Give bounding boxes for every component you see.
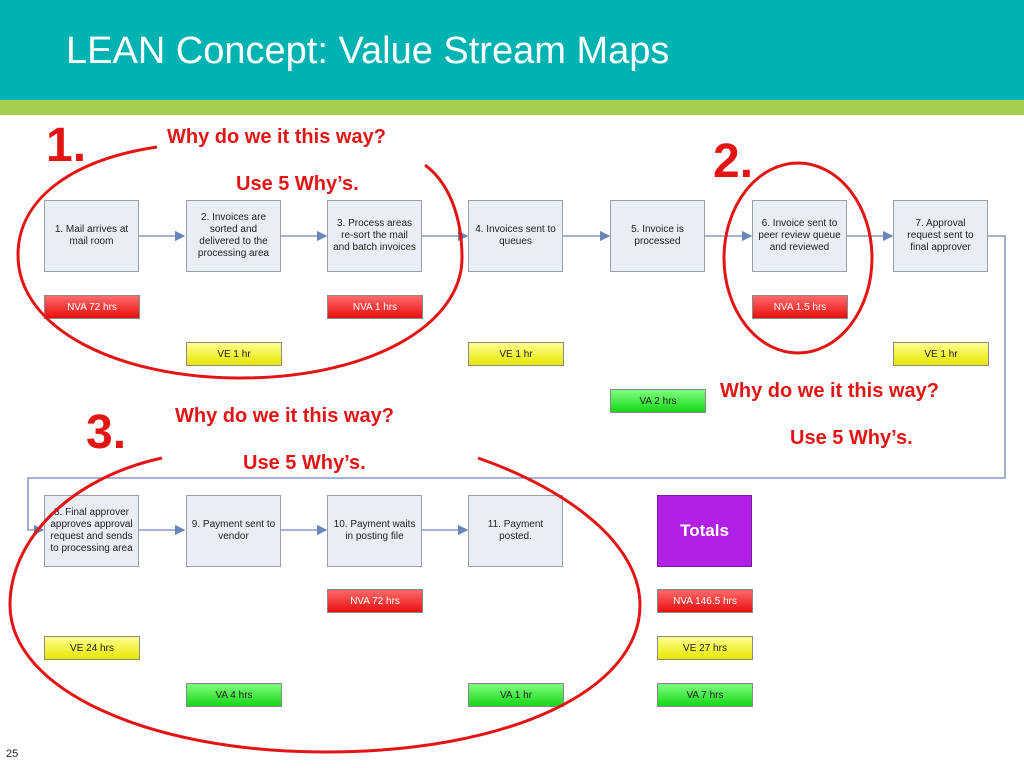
- step-3-box: 3. Process areas re-sort the mail and ba…: [327, 200, 422, 272]
- step-7-box: 7. Approval request sent to final approv…: [893, 200, 988, 272]
- step-5-box: 5. Invoice is processed: [610, 200, 705, 272]
- nva-tag-step-10: NVA 72 hrs: [327, 589, 423, 613]
- step-11-label: 11. Payment posted.: [487, 519, 544, 542]
- nva-tag-step-1: NVA 72 hrs: [44, 295, 140, 319]
- callout-3-number: 3.: [86, 406, 127, 459]
- va-total-tag: VA 7 hrs: [657, 683, 753, 707]
- va-tag-step-11: VA 1 hr: [468, 683, 564, 707]
- callout-3-answer: Use 5 Why’s.: [243, 452, 366, 474]
- nva-tag-step-3: NVA 1 hrs: [327, 295, 423, 319]
- page-number: 25: [6, 748, 19, 760]
- callout-1-question: Why do we it this way?: [167, 126, 386, 148]
- step-6-box: 6. Invoice sent to peer review queue and…: [752, 200, 847, 272]
- step-11-box: 11. Payment posted.: [468, 495, 563, 567]
- callout-2-number: 2.: [713, 135, 754, 188]
- step-6-label: 6. Invoice sent to peer review queue and…: [758, 218, 841, 253]
- callout-2-question: Why do we it this way?: [720, 380, 939, 402]
- ve-tag-step-2: VE 1 hr: [186, 342, 282, 366]
- step-1-label: 1. Mail arrives at mail room: [54, 224, 129, 247]
- header-stripe: [0, 100, 1024, 115]
- va-tag-step-5: VA 2 hrs: [610, 389, 706, 413]
- va-tag-step-9: VA 4 hrs: [186, 683, 282, 707]
- step-4-label: 4. Invoices sent to queues: [475, 224, 556, 247]
- step-2-box: 2. Invoices are sorted and delivered to …: [186, 200, 281, 272]
- nva-total-tag: NVA 146.5 hrs: [657, 589, 753, 613]
- ve-total-tag: VE 27 hrs: [657, 636, 753, 660]
- ve-tag-step-8: VE 24 hrs: [44, 636, 140, 660]
- callout-3-question: Why do we it this way?: [175, 405, 394, 427]
- step-4-box: 4. Invoices sent to queues: [468, 200, 563, 272]
- totals-box: Totals: [657, 495, 752, 567]
- callout-1-number: 1.: [46, 119, 87, 172]
- step-3-label: 3. Process areas re-sort the mail and ba…: [333, 218, 416, 253]
- header-bar: [0, 0, 1024, 100]
- step-10-label: 10. Payment waits in posting file: [333, 519, 416, 542]
- callout-2-answer: Use 5 Why’s.: [790, 427, 913, 449]
- ve-tag-step-7: VE 1 hr: [893, 342, 989, 366]
- step-5-label: 5. Invoice is processed: [631, 224, 684, 247]
- ve-tag-step-4: VE 1 hr: [468, 342, 564, 366]
- slide-title: LEAN Concept: Value Stream Maps: [66, 30, 670, 72]
- totals-label: Totals: [680, 521, 729, 540]
- step-1-box: 1. Mail arrives at mail room: [44, 200, 139, 272]
- step-8-box: 8. Final approver approves approval requ…: [44, 495, 139, 567]
- step-9-box: 9. Payment sent to vendor: [186, 495, 281, 567]
- step-8-label: 8. Final approver approves approval requ…: [50, 507, 133, 554]
- nva-tag-step-6: NVA 1.5 hrs: [752, 295, 848, 319]
- step-9-label: 9. Payment sent to vendor: [191, 519, 276, 542]
- step-10-box: 10. Payment waits in posting file: [327, 495, 422, 567]
- step-7-label: 7. Approval request sent to final approv…: [907, 218, 974, 253]
- step-2-label: 2. Invoices are sorted and delivered to …: [197, 212, 270, 259]
- callout-1-answer: Use 5 Why’s.: [236, 173, 359, 195]
